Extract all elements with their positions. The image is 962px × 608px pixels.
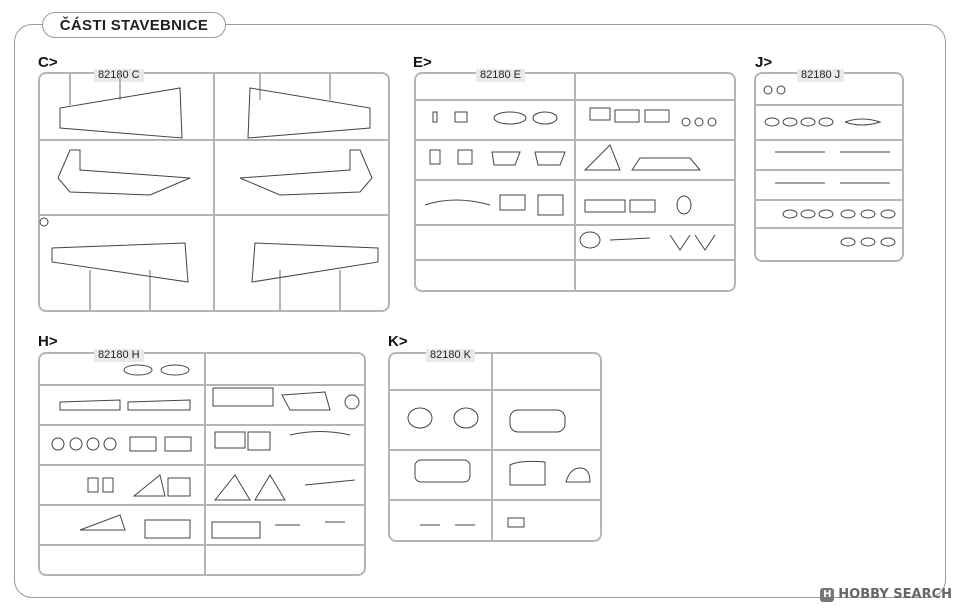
section-label-j: J> xyxy=(755,54,773,71)
sprue-code-h: 82180 H xyxy=(94,349,144,362)
content-frame xyxy=(14,24,946,598)
watermark: H HOBBY SEARCH xyxy=(820,587,952,602)
sprue-code-j: 82180 J xyxy=(797,69,845,82)
section-label-k: K> xyxy=(388,333,408,350)
watermark-text: HOBBY SEARCH xyxy=(838,587,952,602)
sprue-j xyxy=(754,72,904,262)
page-title: ČÁSTI STAVEBNICE xyxy=(59,16,209,34)
sprue-code-e: 82180 E xyxy=(476,69,525,82)
hobby-search-logo-icon: H xyxy=(820,587,835,602)
section-label-h: H> xyxy=(38,333,58,350)
sprue-code-k: 82180 K xyxy=(426,349,475,362)
title-tab: ČÁSTI STAVEBNICE xyxy=(42,12,226,38)
section-label-e: E> xyxy=(413,54,432,71)
sprue-code-c: 82180 C xyxy=(94,69,144,82)
sprue-k xyxy=(388,352,602,542)
section-label-c: C> xyxy=(38,54,58,71)
